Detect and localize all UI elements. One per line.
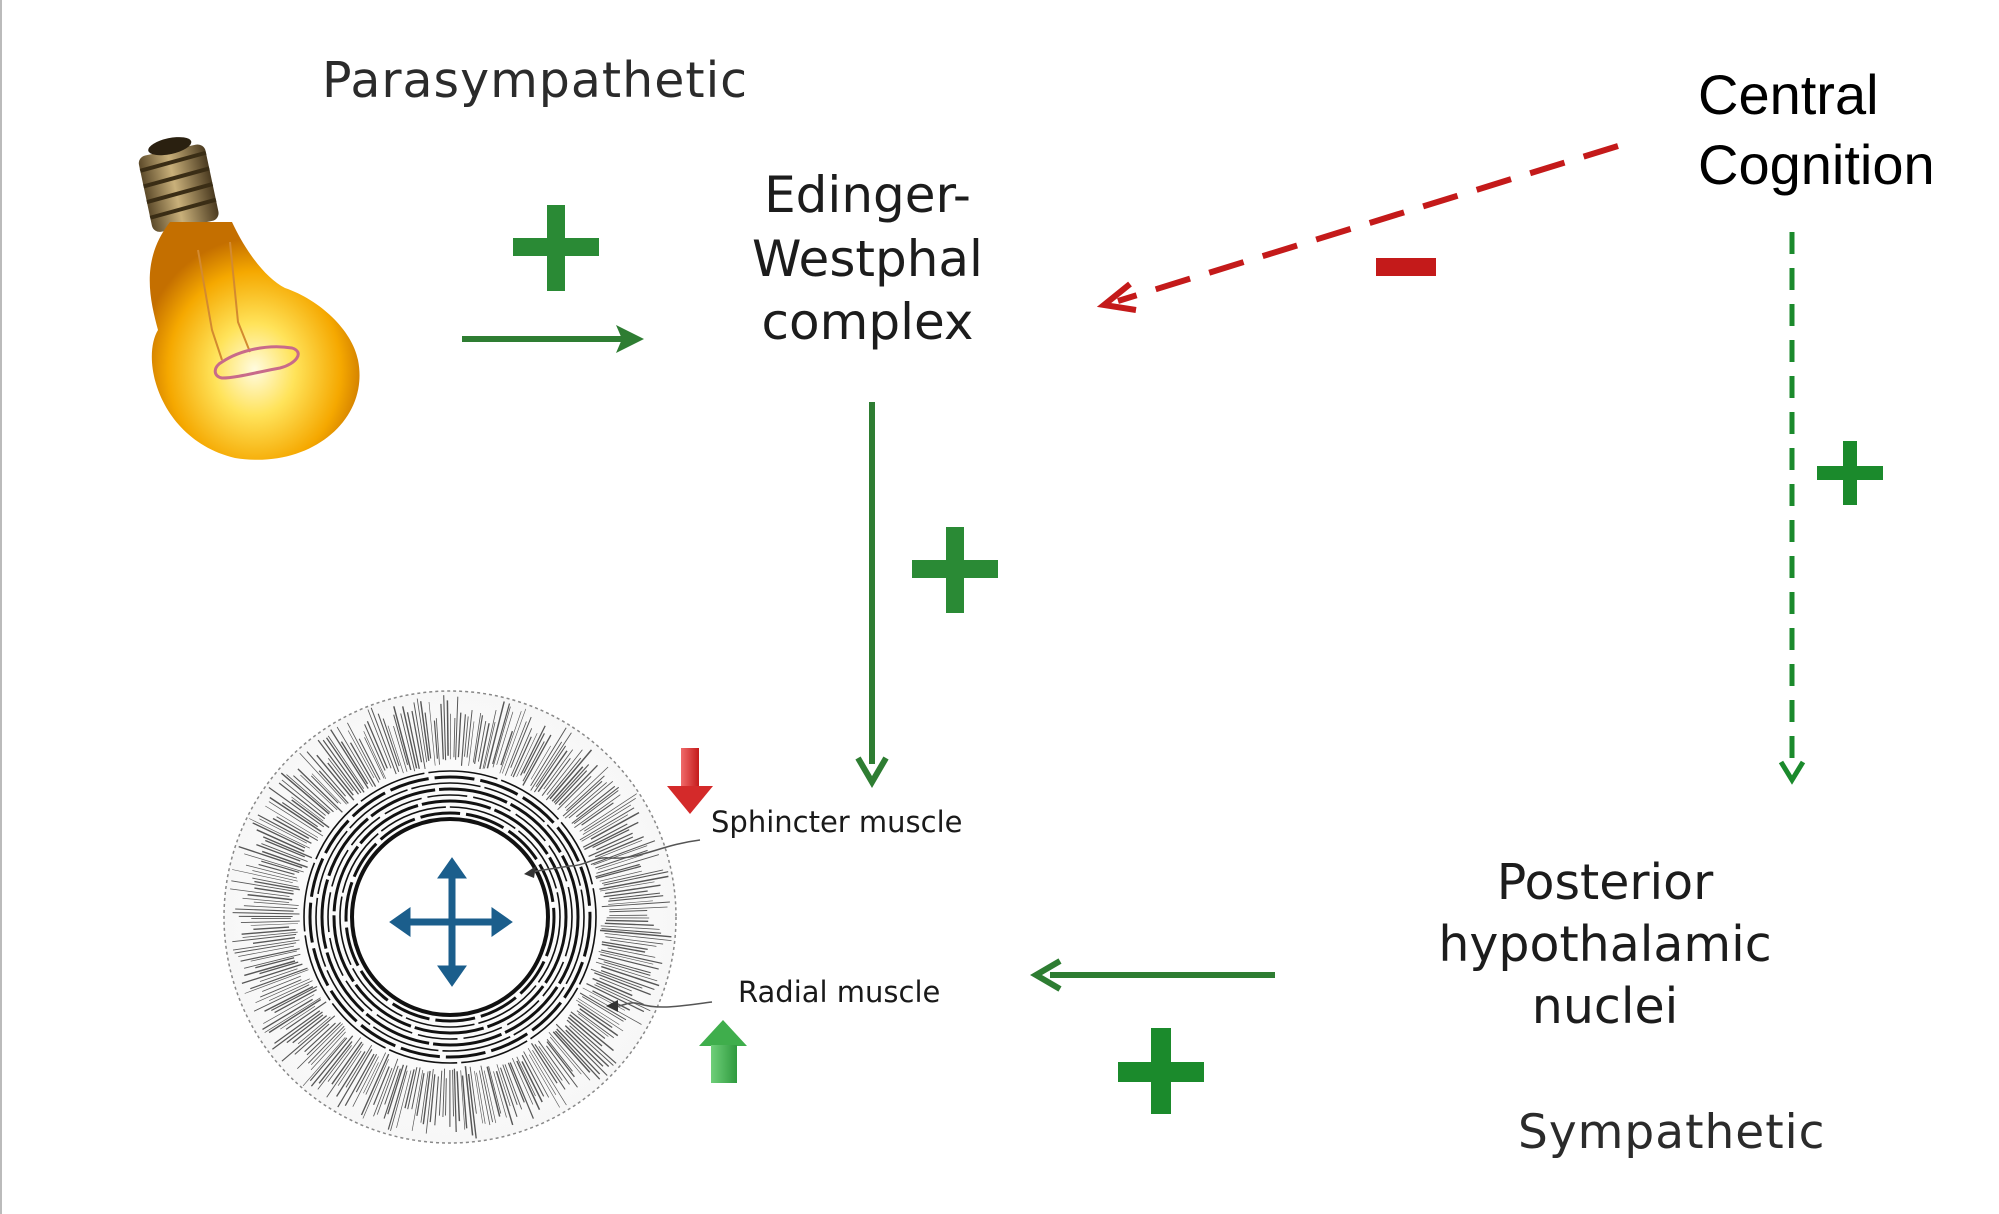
posterior-hypothalamic-to-radial-arrow: [1030, 958, 1275, 992]
plus-sign-parasympathetic: [513, 205, 599, 291]
posterior-hypothalamic-line-1: Posterior: [1496, 854, 1714, 911]
posterior-hypothalamic-nuclei-label: Posterior hypothalamic nuclei: [1395, 852, 1815, 1039]
edinger-westphal-line-1: Edinger-: [764, 166, 971, 224]
central-cognition-label: Central Cognition: [1698, 60, 1935, 200]
light-bulb-icon: [138, 137, 360, 460]
edinger-westphal-complex-label: Edinger- Westphal complex: [730, 164, 1005, 355]
sphincter-muscle-label: Sphincter muscle: [711, 805, 963, 839]
four-way-arrow-icon: [389, 857, 513, 987]
minus-sign: [1376, 258, 1436, 276]
radial-callout-line: [611, 1001, 713, 1008]
iris-illustration: [223, 690, 713, 1144]
edinger-westphal-to-sphincter-arrow: [855, 402, 889, 788]
green-up-arrow-icon: [699, 1020, 747, 1083]
plus-sign-edinger-westphal: [912, 527, 998, 613]
light-to-edinger-westphal-arrow: [462, 325, 644, 353]
central-cognition-excitation-arrow: [1778, 232, 1806, 785]
edinger-westphal-line-2: Westphal: [752, 229, 983, 288]
radial-muscle-label: Radial muscle: [738, 975, 941, 1009]
plus-sign-central-cognition: [1817, 441, 1883, 505]
parasympathetic-label: Parasympathetic: [322, 52, 749, 109]
edinger-westphal-line-3: complex: [761, 293, 974, 351]
red-down-arrow-icon: [667, 748, 713, 814]
sphincter-callout-line: [529, 839, 701, 873]
plus-sign-sympathetic: [1118, 1028, 1204, 1114]
sympathetic-label: Sympathetic: [1518, 1105, 1826, 1160]
central-cognition-inhibition-arrow: [1096, 143, 1619, 313]
central-cognition-line-1: Central: [1698, 63, 1879, 126]
central-cognition-line-2: Cognition: [1698, 133, 1935, 196]
posterior-hypothalamic-line-3: nuclei: [1531, 978, 1679, 1036]
posterior-hypothalamic-line-2: hypothalamic: [1438, 916, 1772, 974]
